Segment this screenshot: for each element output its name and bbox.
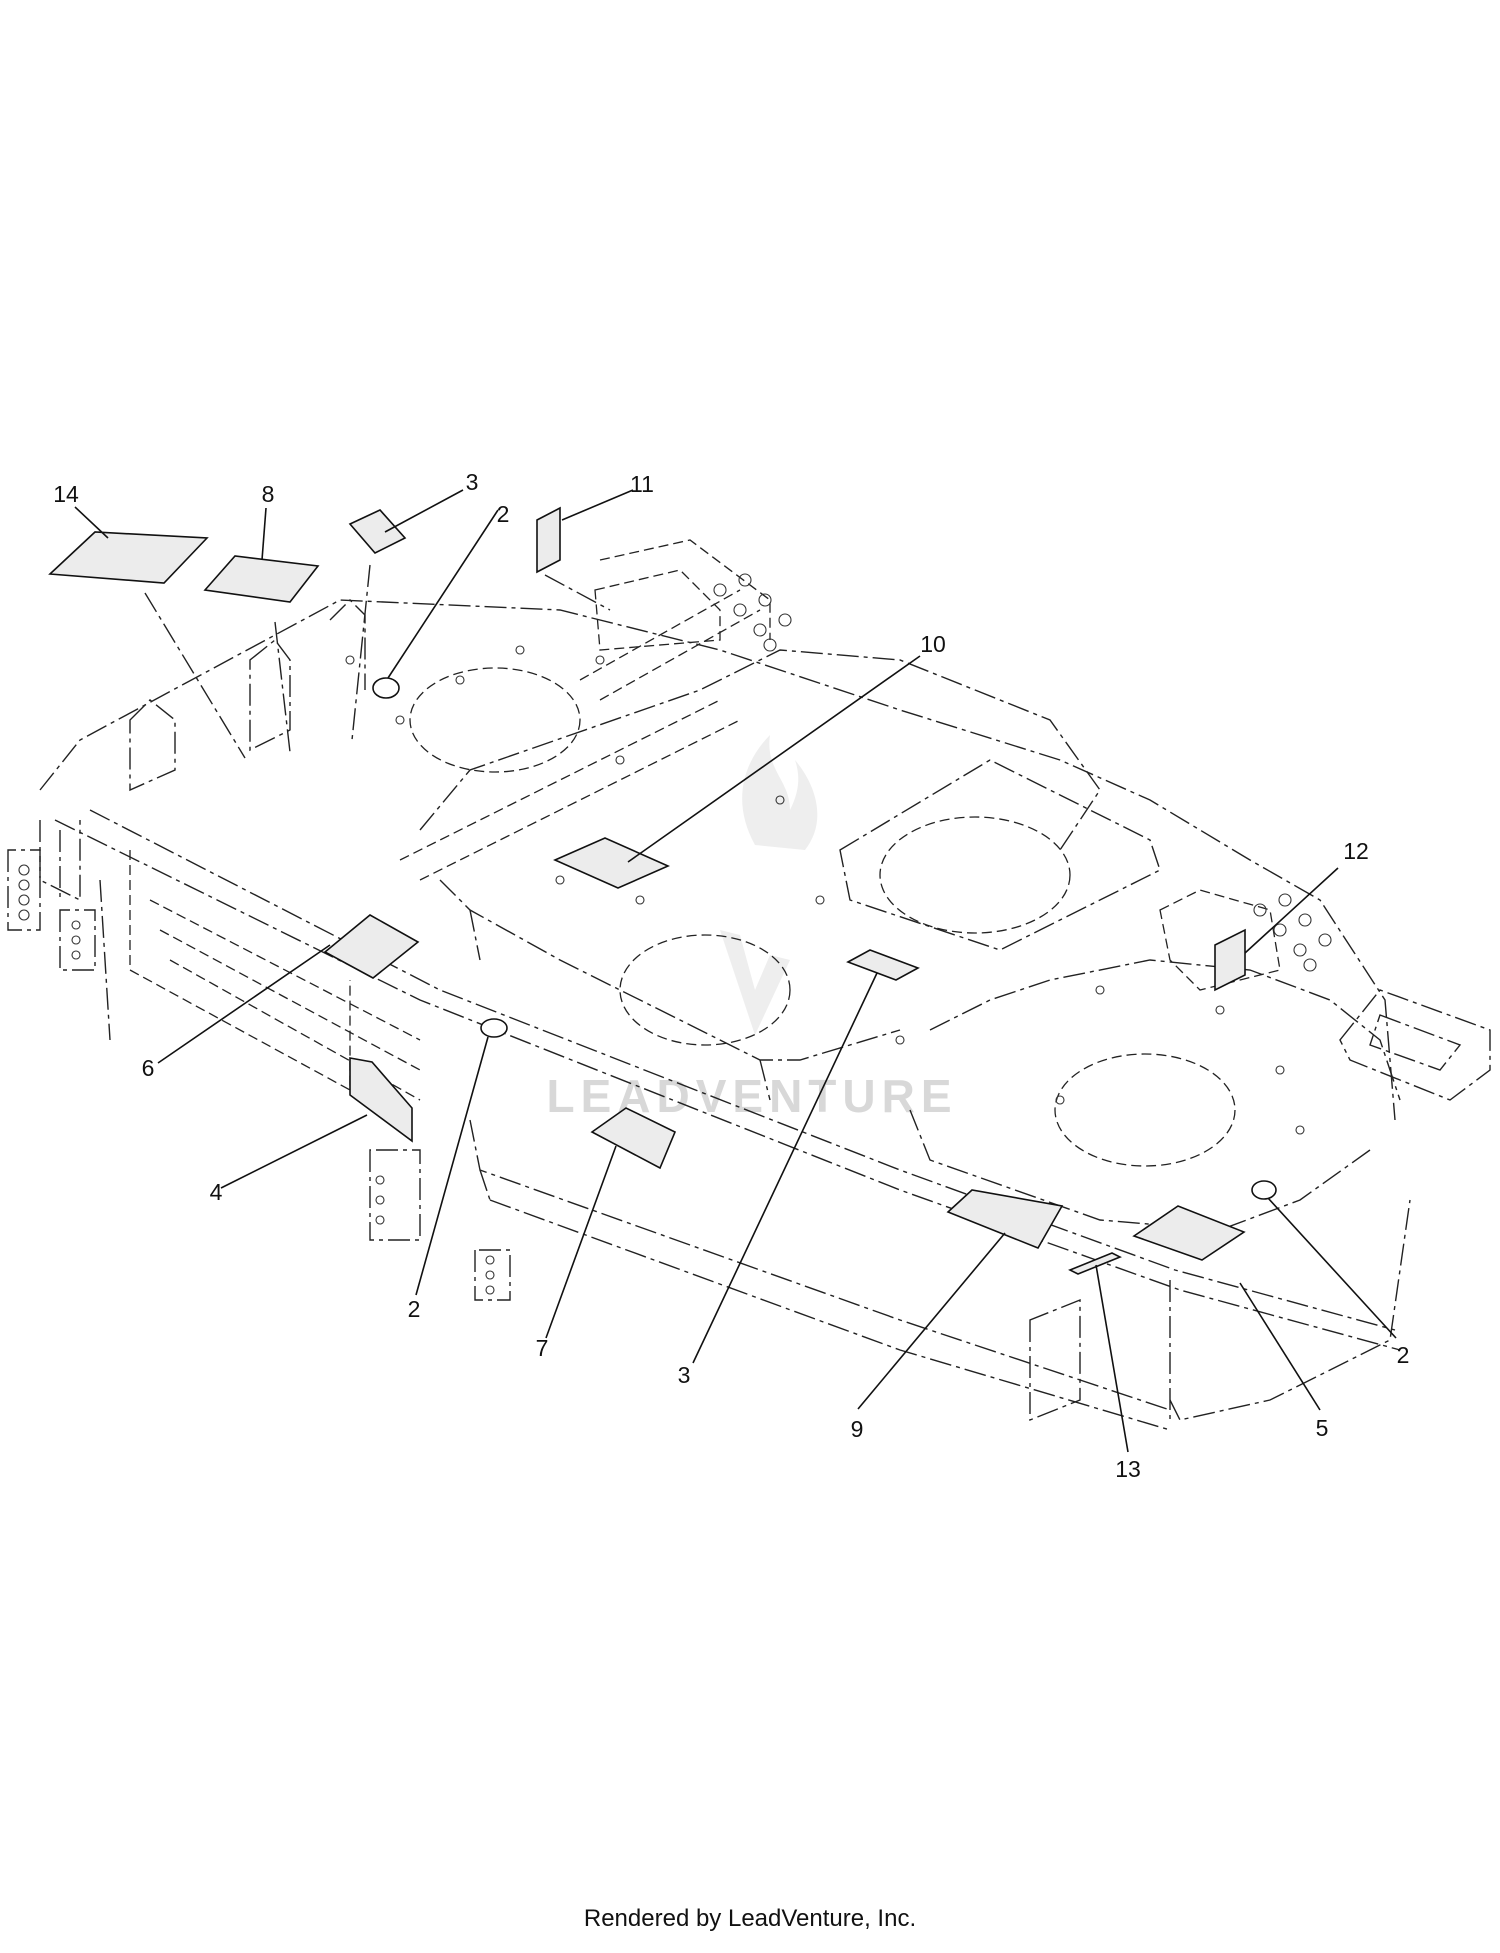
height-adjust-bracket-front-left [369,1149,511,1301]
ring-2-upper [372,677,400,699]
callout-3-upper: 3 [466,469,479,495]
decal-3-upper [348,509,407,554]
callout-5: 5 [1316,1415,1329,1441]
leader-lines [74,489,1397,1453]
callout-11: 11 [630,471,654,497]
callout-12: 12 [1343,838,1369,864]
callout-3-lower: 3 [678,1362,691,1388]
front-roller-bracket-left [594,539,792,652]
decal-5 [1132,1205,1246,1261]
caster-plate-icon [713,573,792,652]
callout-4: 4 [210,1179,223,1205]
decal-6 [323,914,420,979]
assembly-lines [144,564,611,759]
flame-logo-icon [720,735,818,1035]
watermark: LEADVENTURE [546,735,957,1122]
caster-plate-icon [1253,893,1332,972]
callout-2-right: 2 [1397,1342,1410,1368]
height-adjust-bracket-front-right [1029,1298,1081,1422]
decals [48,506,1277,1275]
callout-2-upper: 2 [497,501,510,527]
decal-10 [553,837,670,889]
decal-7 [590,1107,677,1170]
discharge-chute-mount [1339,989,1491,1101]
mounting-holes [345,645,1305,1135]
decal-8 [203,555,320,603]
callout-7: 7 [536,1335,549,1361]
decal-9 [946,1189,1064,1250]
decal-4 [349,1057,413,1143]
decal-12 [1214,928,1246,992]
decal-14 [48,531,209,584]
decal-11 [536,506,561,574]
ring-2-right [1251,1180,1277,1200]
render-credit: Rendered by LeadVenture, Inc. [583,1905,917,1932]
decal-13 [1068,1252,1122,1275]
callout-6: 6 [142,1055,155,1081]
rear-pivot-bracket-left [129,599,366,792]
callout-labels: 14 8 3 2 11 10 12 6 4 2 7 3 9 13 5 2 [53,469,1409,1482]
callout-9: 9 [851,1416,864,1442]
ring-2-middle [480,1018,508,1038]
decal-3-lower [846,949,920,981]
callout-2-middle: 2 [408,1296,421,1322]
height-adjust-bracket-left [7,849,96,971]
watermark-text: LEADVENTURE [546,1070,957,1122]
callout-10: 10 [920,631,946,657]
callout-13: 13 [1115,1456,1141,1482]
mower-deck [7,539,1491,1431]
callout-14: 14 [53,481,79,507]
callout-8: 8 [262,481,275,507]
front-roller-bracket-right [1159,889,1332,991]
